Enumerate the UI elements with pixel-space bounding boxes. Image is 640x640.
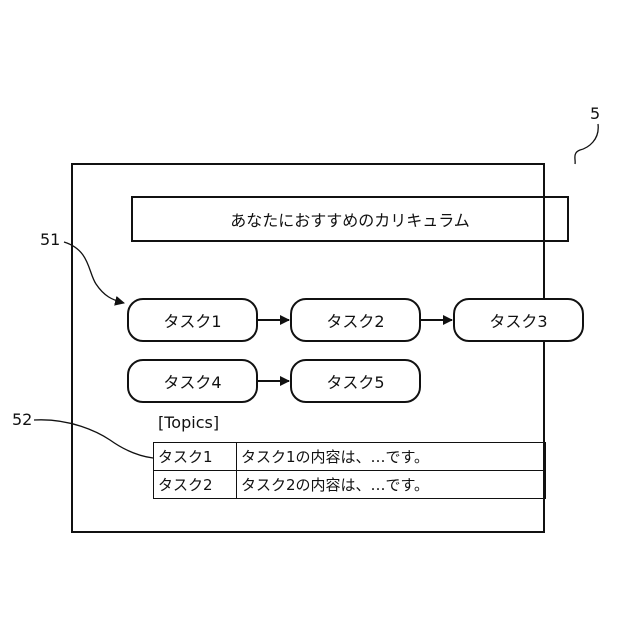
topics-table: タスク1 タスク1の内容は、…です。 タスク2 タスク2の内容は、…です。 — [153, 442, 546, 499]
ref-flow: 51 — [40, 232, 60, 248]
curriculum-title: あなたにおすすめのカリキュラム — [131, 196, 569, 242]
ref-screen: 5 — [590, 106, 600, 122]
ref-table: 52 — [12, 412, 32, 428]
leader-screen — [575, 124, 598, 164]
task-3-label: タスク3 — [489, 308, 547, 332]
curriculum-title-text: あなたにおすすめのカリキュラム — [230, 207, 470, 231]
topic-content-cell: タスク2の内容は、…です。 — [237, 471, 546, 499]
task-3[interactable]: タスク3 — [453, 298, 584, 342]
table-row[interactable]: タスク2 タスク2の内容は、…です。 — [154, 471, 546, 499]
task-4-label: タスク4 — [163, 369, 221, 393]
task-1-label: タスク1 — [163, 308, 221, 332]
task-5[interactable]: タスク5 — [290, 359, 421, 403]
table-row[interactable]: タスク1 タスク1の内容は、…です。 — [154, 443, 546, 471]
task-1[interactable]: タスク1 — [127, 298, 258, 342]
topic-task-cell: タスク1 — [154, 443, 237, 471]
topic-task-cell: タスク2 — [154, 471, 237, 499]
task-4[interactable]: タスク4 — [127, 359, 258, 403]
topics-heading: [Topics] — [158, 413, 219, 433]
task-5-label: タスク5 — [326, 369, 384, 393]
topic-content-cell: タスク1の内容は、…です。 — [237, 443, 546, 471]
task-2[interactable]: タスク2 — [290, 298, 421, 342]
task-2-label: タスク2 — [326, 308, 384, 332]
